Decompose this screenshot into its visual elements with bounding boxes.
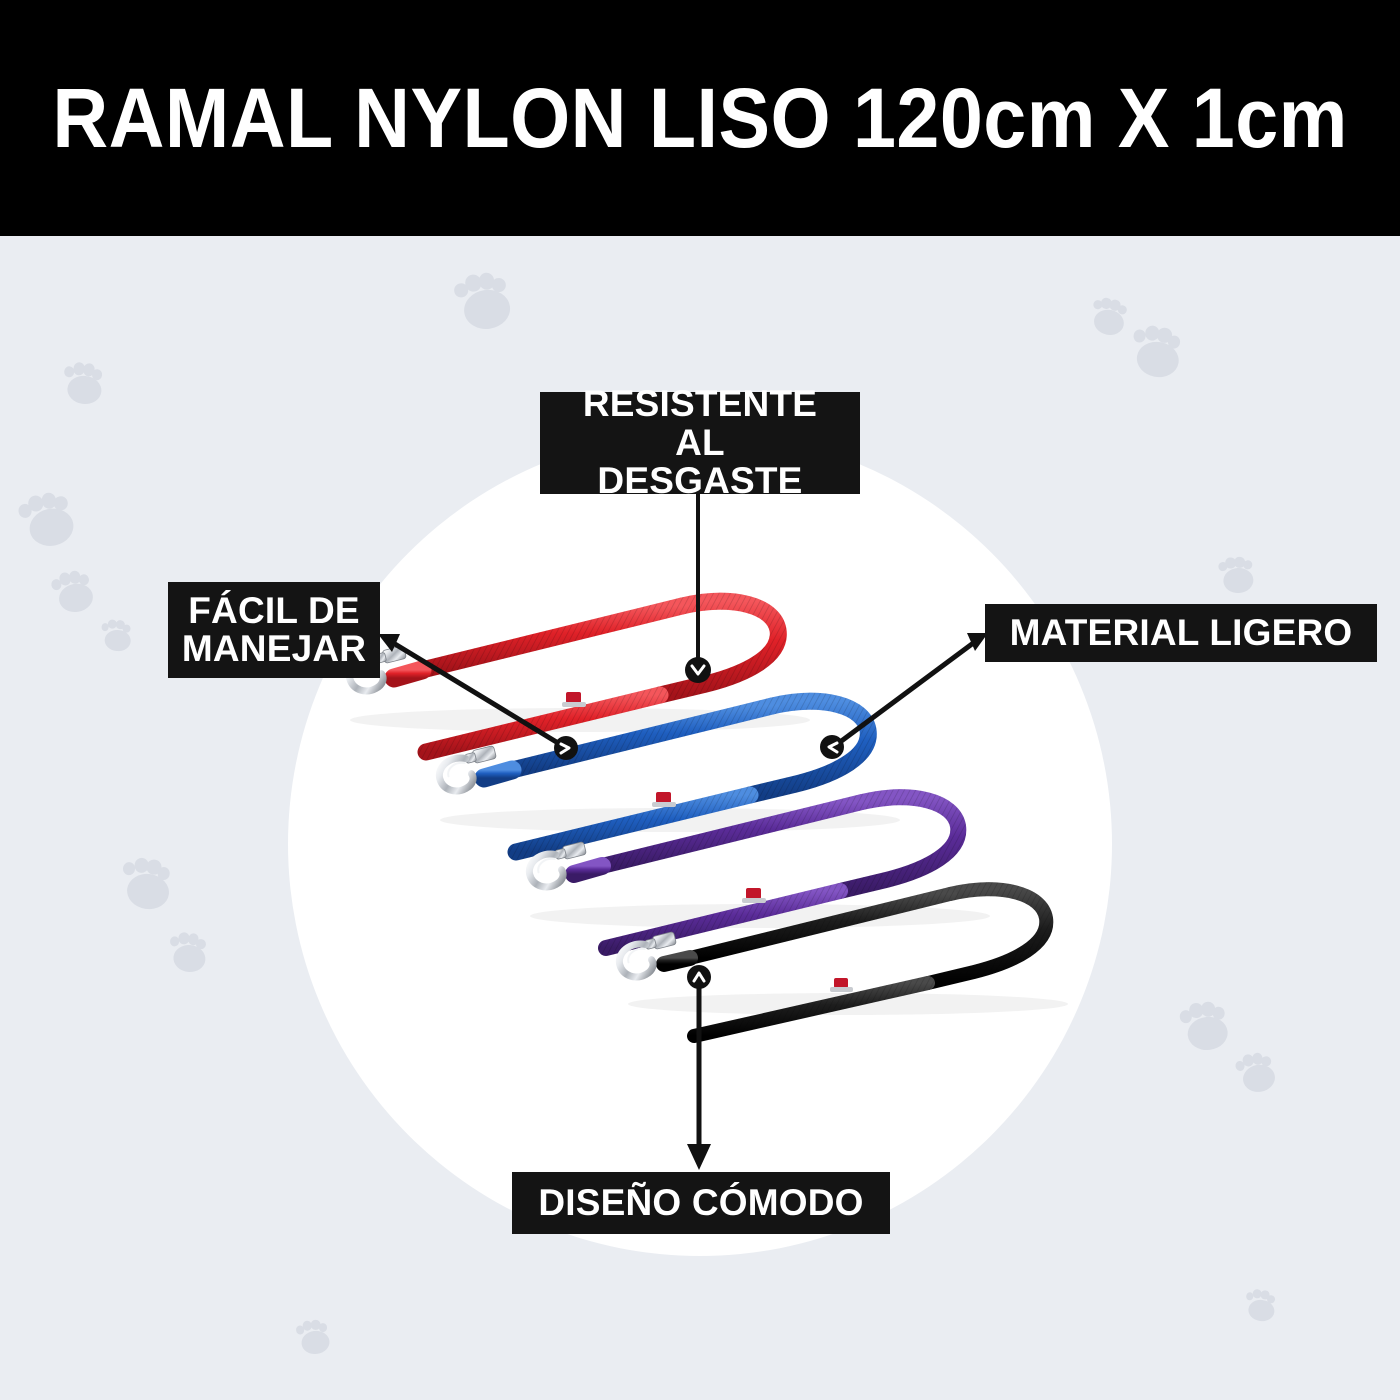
callout-resistente-line1: RESISTENTE AL	[582, 383, 818, 463]
callout-facil-line2: MANEJAR	[181, 628, 367, 669]
snap-hook-blue	[435, 745, 497, 795]
paw-print-icon	[99, 615, 137, 658]
callout-facil-de-manejar: FÁCIL DE MANEJAR	[168, 582, 380, 678]
paw-print-icon	[1232, 1045, 1283, 1101]
paw-print-icon	[116, 848, 181, 920]
brand-tag	[742, 888, 766, 903]
leash-red	[345, 592, 810, 761]
paw-print-icon	[1086, 290, 1135, 344]
paw-print-icon	[14, 481, 86, 560]
callout-material-ligero: MATERIAL LIGERO	[985, 604, 1377, 662]
snap-hook-black	[615, 931, 677, 981]
paw-print-icon	[450, 262, 521, 341]
paw-print-icon	[48, 562, 102, 622]
page-title: RAMAL NYLON LISO 120cm X 1cm	[52, 71, 1348, 165]
paw-print-icon	[1177, 993, 1237, 1060]
paw-print-icon	[294, 1314, 336, 1361]
paw-print-icon	[1241, 1284, 1281, 1329]
callout-diseno-comodo: DISEÑO CÓMODO	[512, 1172, 890, 1234]
brand-tag	[562, 692, 586, 707]
paw-print-icon	[59, 356, 110, 413]
brand-tag	[830, 978, 853, 992]
callout-resistente-line2: DESGASTE	[597, 460, 803, 502]
paw-print-icon	[166, 926, 214, 980]
header-banner: RAMAL NYLON LISO 120cm X 1cm	[0, 0, 1400, 236]
paw-print-icon	[1125, 316, 1192, 390]
brand-tag	[652, 792, 676, 807]
callout-material-line1: MATERIAL LIGERO	[1009, 611, 1353, 653]
product-image	[330, 592, 1070, 1043]
paw-print-icon	[1216, 551, 1260, 600]
callout-diseno-line1: DISEÑO CÓMODO	[538, 1181, 864, 1223]
callout-resistente-al-desgaste: RESISTENTE AL DESGASTE	[540, 384, 860, 500]
leash-black	[615, 882, 1068, 1043]
callout-facil-line1: FÁCIL DE	[188, 589, 360, 631]
snap-hook-purple	[525, 841, 587, 891]
